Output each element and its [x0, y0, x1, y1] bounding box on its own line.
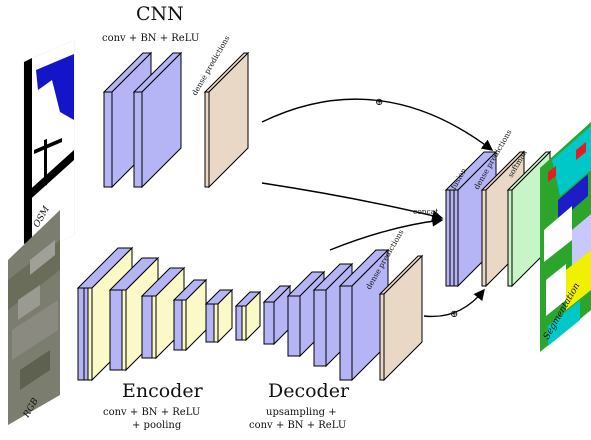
- cnn-dense-prediction-block: [203, 51, 250, 189]
- cnn-title: CNN: [136, 3, 184, 25]
- encoder-ops-line2: + pooling: [132, 420, 182, 431]
- osm-input-image: [23, 39, 75, 259]
- sum-symbol-top: ⊕: [375, 97, 383, 108]
- cnn-ops: conv + BN + ReLU: [102, 33, 199, 44]
- encoder-block-4: [172, 278, 208, 352]
- cnn-to-fusion-arrow: [261, 98, 494, 151]
- sum-symbol-bottom: ⊕: [450, 309, 458, 320]
- encoder-block-6: [234, 290, 262, 342]
- encoder-ops-line1: conv + BN + ReLU: [103, 407, 200, 418]
- decoder-ops-line1: upsampling +: [266, 407, 337, 418]
- cnn-conv-block-2: [132, 51, 183, 189]
- segmentation-output-image: [540, 122, 591, 352]
- decoder-ops-line2: conv + BN + ReLU: [249, 420, 346, 431]
- decoder-concat-arrow: [329, 215, 444, 251]
- rgb-input-image: [8, 210, 60, 425]
- concat-label: concat: [413, 207, 438, 216]
- decoder-title: Decoder: [268, 380, 350, 402]
- decoder-block-1: [262, 284, 292, 346]
- decoder-to-softmax-arrow: [423, 288, 485, 318]
- decoder-block-4: [338, 248, 390, 382]
- cnn-concat-arrow: [261, 182, 444, 222]
- encoder-block-5: [204, 288, 234, 344]
- encoder-title: Encoder: [122, 380, 204, 402]
- decoder-dense-prediction-block: [378, 254, 424, 382]
